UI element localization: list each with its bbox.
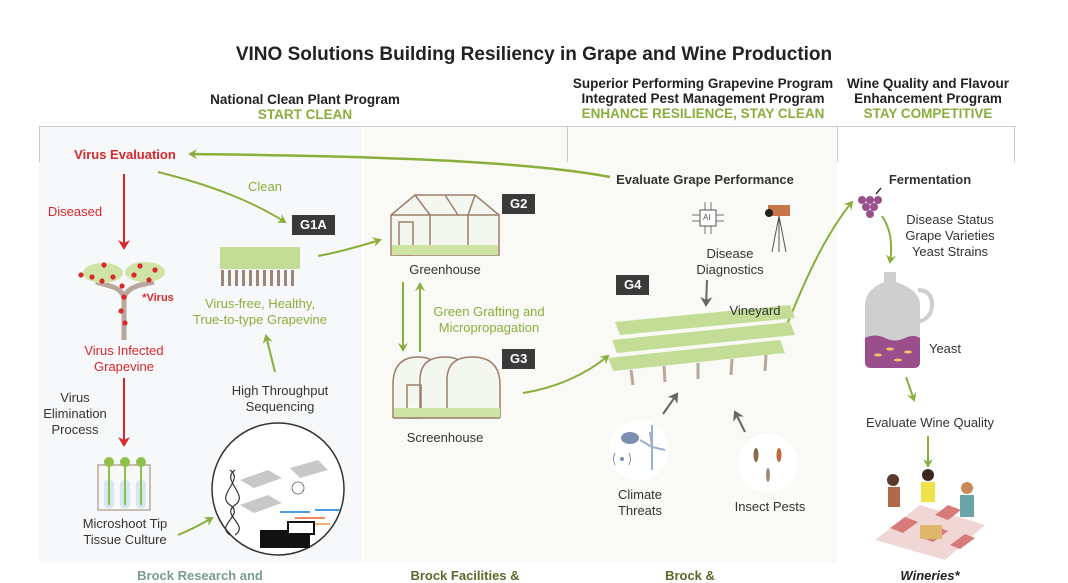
ai-chip-icon — [692, 202, 724, 234]
camera-tripod-icon — [765, 205, 790, 253]
program-slogan: STAY COMPETITIVE — [863, 106, 993, 121]
virus-evaluation-label: Virus Evaluation — [74, 147, 176, 162]
greenhouse-label: Greenhouse — [409, 262, 481, 277]
vineyard-illustration — [608, 305, 795, 386]
virus-marker-label: *Virus — [142, 292, 174, 304]
label-line: Climate — [617, 487, 663, 502]
partner-label-wineries: Wineries* — [900, 568, 960, 583]
wine-jug-illustration — [865, 272, 935, 368]
stage-badge-g4: G4 — [616, 275, 650, 295]
program-header-clean-plant: National Clean Plant Program START CLEAN — [150, 92, 460, 122]
clean-grapevines-illustration — [220, 247, 300, 286]
healthy-grapevine-label: Virus-free, Healthy, True-to-type Grapev… — [180, 296, 340, 328]
frame-top-border — [39, 126, 1016, 127]
evaluate-wine-quality-label: Evaluate Wine Quality — [866, 415, 994, 430]
label-line: Micropropagation — [438, 320, 540, 335]
label-line: Sequencing — [245, 399, 315, 414]
arrow-feedback — [188, 149, 611, 179]
screenhouse-illustration — [392, 356, 501, 419]
frame-divider — [39, 126, 40, 162]
insect-pests-illustration — [738, 433, 798, 493]
arrow-climate — [662, 392, 679, 415]
label-line: Threats — [617, 503, 663, 518]
partner-label-facilities: Brock Facilities & — [410, 568, 520, 583]
grape-cluster-icon — [858, 187, 882, 218]
evaluate-grape-performance-label: Evaluate Grape Performance — [616, 172, 794, 187]
disease-diagnostics-label: Disease Diagnostics — [690, 246, 770, 278]
frame-divider — [837, 126, 838, 162]
virus-elimination-label: Virus Elimination Process — [40, 390, 110, 438]
label-line: Grapevine — [94, 359, 154, 374]
virus-infected-label: Virus Infected Grapevine — [64, 343, 184, 375]
program-slogan: START CLEAN — [257, 107, 353, 122]
green-grafting-label: Green Grafting and Micropropagation — [424, 304, 554, 336]
arrow-to-fermentation — [785, 200, 854, 328]
panel-vineyard — [567, 127, 837, 562]
program-slogan: ENHANCE RESILIENCE, STAY CLEAN — [581, 106, 825, 121]
frame-divider — [1014, 126, 1015, 162]
label-line: Virus Infected — [84, 343, 164, 358]
program-header-superior-grapevine: Superior Performing Grapevine Program In… — [563, 76, 843, 121]
partner-label-research: Brock Research and — [137, 568, 263, 583]
arrow-to-vineyard — [522, 354, 610, 394]
arrow-insects — [733, 410, 746, 433]
arrow-to-yeast — [881, 215, 896, 264]
tissue-culture-illustration — [97, 457, 151, 511]
ai-chip-label: AI — [703, 213, 711, 222]
stage-badge-g3: G3 — [502, 349, 536, 369]
label-line: Grape Varieties — [905, 228, 995, 243]
program-name-2: Enhancement Program — [854, 91, 1002, 106]
arrow-clean — [157, 171, 287, 224]
label-line: Disease — [706, 246, 754, 261]
label-line: Virus-free, Healthy, — [204, 296, 316, 311]
diseased-label: Diseased — [47, 204, 103, 219]
label-line: Elimination — [43, 406, 107, 421]
greenhouse-illustration — [390, 194, 500, 256]
climate-threats-label: Climate Threats — [605, 487, 675, 519]
label-line: Green Grafting and — [433, 304, 545, 319]
yeast-label: Yeast — [928, 341, 962, 356]
clean-label: Clean — [248, 179, 282, 194]
partner-label-brock: Brock & — [665, 568, 715, 583]
program-name: Superior Performing Grapevine Program — [572, 76, 834, 91]
arrow-diagnostics — [700, 279, 713, 307]
arrow-to-greenhouse — [317, 237, 382, 257]
sequencing-label: High Throughput Sequencing — [220, 383, 340, 415]
insect-pests-label: Insect Pests — [734, 499, 806, 514]
fermentation-factors-label: Disease Status Grape Varieties Yeast Str… — [895, 212, 1005, 260]
program-name-2: Integrated Pest Management Program — [581, 91, 825, 106]
fermentation-label: Fermentation — [888, 172, 972, 187]
program-name: Wine Quality and Flavour — [847, 76, 1009, 91]
label-line: High Throughput — [231, 383, 329, 398]
frame-divider — [567, 126, 568, 162]
vineyard-label: Vineyard — [729, 303, 781, 318]
stage-badge-g1a: G1A — [292, 215, 335, 235]
label-line: Tissue Culture — [83, 532, 167, 547]
program-name: National Clean Plant Program — [210, 92, 400, 107]
climate-threats-illustration — [609, 420, 669, 480]
label-line: Process — [51, 422, 99, 437]
label-line: Microshoot Tip — [82, 516, 168, 531]
screenhouse-label: Screenhouse — [406, 430, 484, 445]
label-line: Diagnostics — [696, 262, 764, 277]
arrow-to-healthy — [262, 334, 276, 373]
stage-badge-g2: G2 — [502, 194, 536, 214]
label-line: True-to-type Grapevine — [193, 312, 327, 327]
arrow-to-evaluate-wine — [905, 376, 917, 402]
label-line: Virus — [60, 390, 90, 405]
arrow-to-sequencing — [177, 516, 214, 536]
program-header-wine-quality: Wine Quality and Flavour Enhancement Pro… — [838, 76, 1018, 121]
microshoot-label: Microshoot Tip Tissue Culture — [70, 516, 180, 548]
diagram-title: VINO Solutions Building Resiliency in Gr… — [235, 44, 833, 65]
label-line: Disease Status — [906, 212, 994, 227]
label-line: Yeast Strains — [911, 244, 989, 259]
wine-tasting-picnic-illustration — [875, 469, 985, 560]
sequencing-illustration — [211, 422, 345, 556]
infected-grapevine-illustration — [78, 262, 165, 340]
